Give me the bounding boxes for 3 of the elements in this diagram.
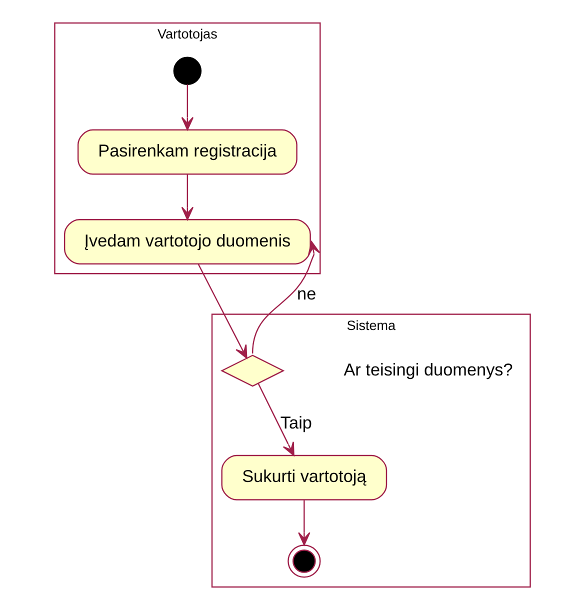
- edge-label: ne: [296, 284, 316, 304]
- edge-label: Taip: [280, 412, 312, 433]
- node-label: Ar teisingi duomenys?: [343, 359, 512, 380]
